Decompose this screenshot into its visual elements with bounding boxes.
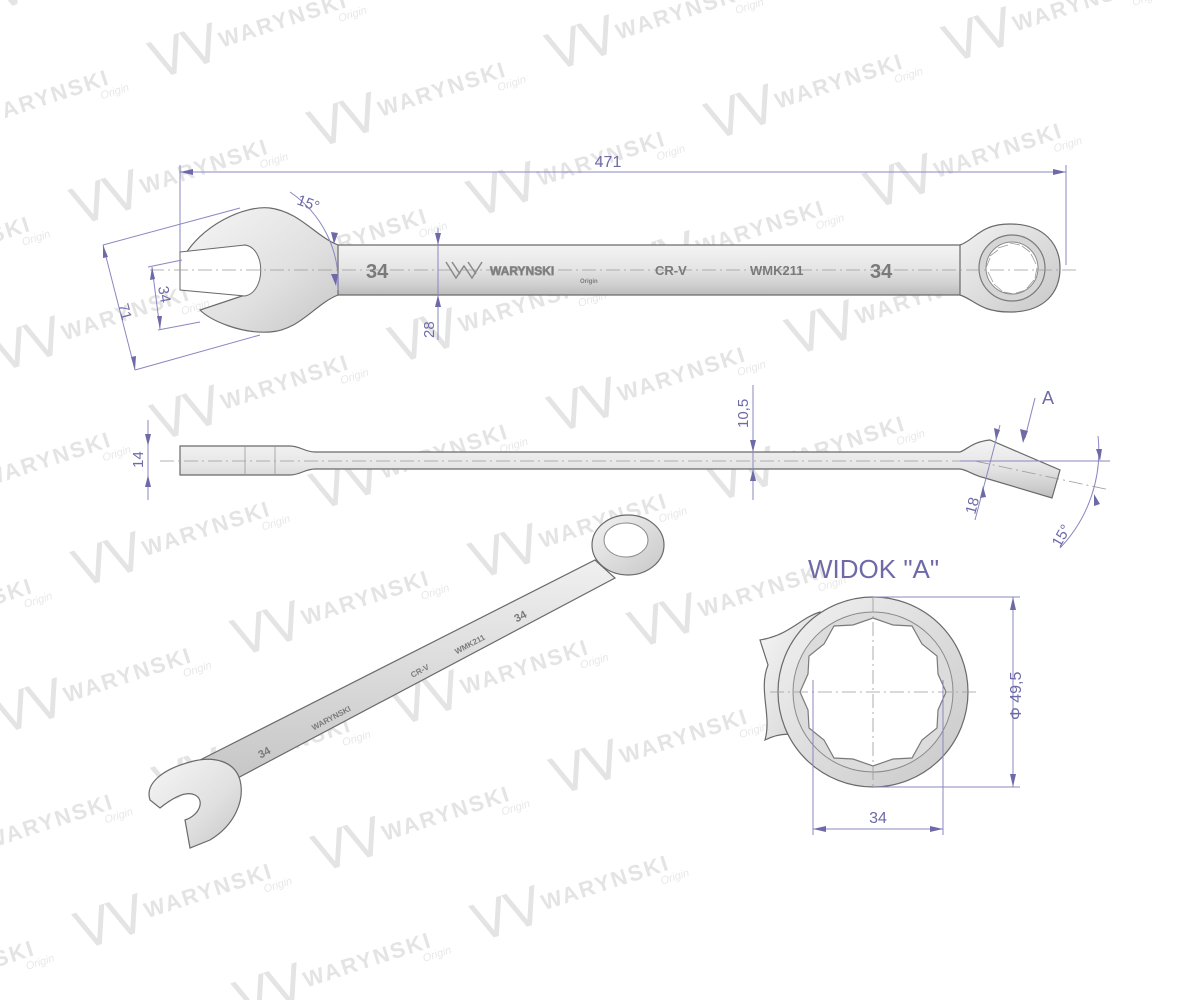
stamp-model: WMK211: [750, 263, 803, 278]
stamp-size-left: 34: [366, 261, 389, 283]
dim-open-end-angle: 15°: [295, 192, 322, 216]
stamp-brand: WARYNSKI: [490, 264, 554, 278]
side-view: 14 10,5 18 15° A: [130, 385, 1111, 550]
dim-overall-length: 471: [595, 154, 622, 171]
svg-text:WARYNSKI: WARYNSKI: [375, 57, 510, 122]
stamp-brand-sub: Origin: [580, 279, 598, 285]
svg-text:⋁⋁: ⋁⋁: [64, 163, 146, 227]
dim-ring-offset-angle: 15°: [1049, 522, 1075, 550]
svg-text:WARYNSKI: WARYNSKI: [137, 134, 272, 199]
dim-shank-height: 28: [421, 321, 438, 338]
dim-ring-thickness: 18: [962, 496, 983, 517]
dim-across-flats: 34: [869, 810, 887, 827]
ring-teeth: [985, 242, 1038, 295]
dim-ring-outer-diameter: Φ 49,5: [1008, 672, 1025, 720]
svg-text:WARYNSKI: WARYNSKI: [612, 0, 747, 44]
perspective-view: 34 WARYNSKI CR-V WMK211 34: [148, 514, 665, 849]
perspective-open-end: [148, 758, 242, 849]
view-a: WIDOK "A" Φ 49,5 34: [759, 554, 1025, 835]
top-view: 471 34 WARYNSKI Origin CR-V WMK211 34 15…: [102, 154, 1080, 371]
dim-open-end-thickness: 14: [130, 451, 147, 468]
stamp-size-right: 34: [870, 261, 893, 283]
stamp-material: CR-V: [655, 263, 687, 278]
dim-open-end-width: 34: [154, 285, 174, 304]
dim-open-end-outer: 71: [114, 302, 135, 323]
svg-text:⋁⋁: ⋁⋁: [540, 8, 622, 72]
view-a-title: WIDOK "A": [808, 554, 939, 584]
side-profile: [179, 439, 1061, 499]
stamp-brand-logo: [445, 261, 483, 280]
dim-shank-thickness: 10,5: [735, 399, 752, 428]
svg-text:⋁⋁: ⋁⋁: [302, 86, 384, 150]
view-a-marker: A: [1042, 388, 1054, 408]
